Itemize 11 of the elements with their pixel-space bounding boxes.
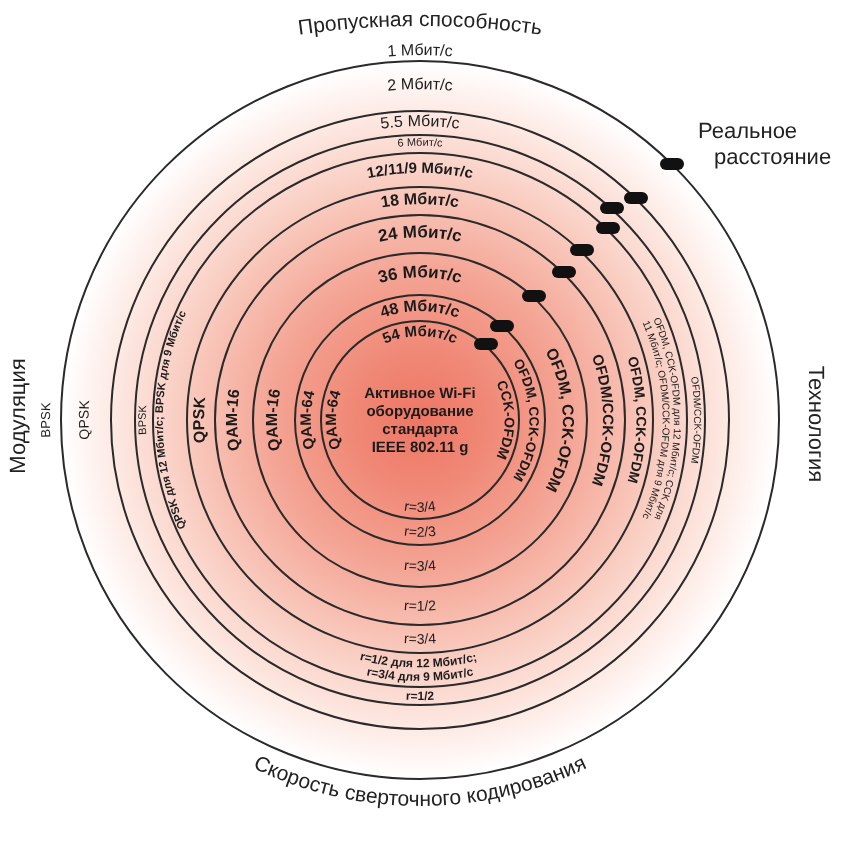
axis-title: Реальное расстояние	[698, 120, 834, 171]
axis-title: Технология	[801, 365, 827, 483]
throughput-label: 48 Мбит/с	[377, 297, 463, 322]
throughput-label: 5.5 Мбит/с	[379, 112, 461, 133]
throughput-label: 1 Мбит/с	[386, 41, 454, 61]
axis-title: Пропускная способность	[296, 8, 544, 41]
throughput-label: 36 Мбит/с	[375, 261, 465, 287]
throughput-label: 18 Мбит/с	[379, 190, 461, 212]
throughput-label: 2 Мбит/с	[386, 75, 454, 95]
axis-title: Модуляция	[7, 358, 33, 474]
throughput-label: 24 Мбит/с	[376, 221, 464, 246]
